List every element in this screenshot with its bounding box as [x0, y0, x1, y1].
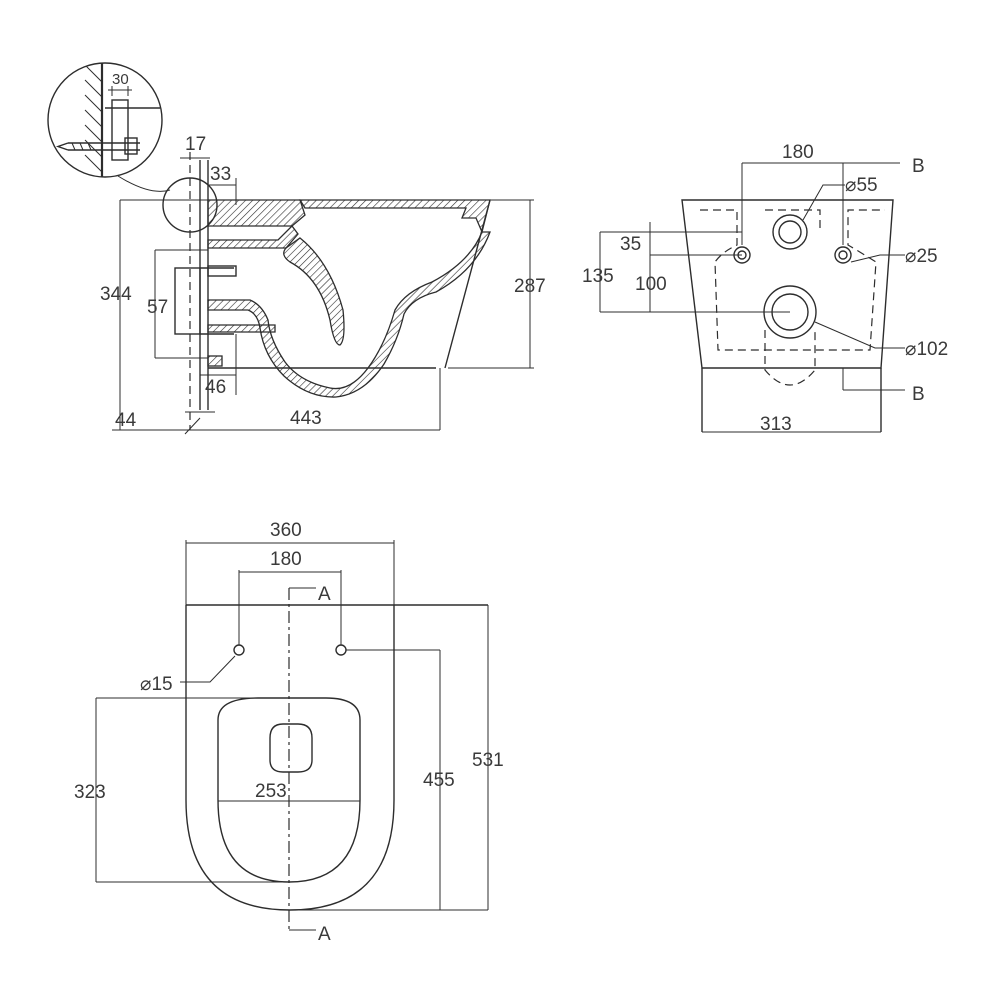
dia-102: ⌀102 — [905, 339, 948, 360]
section-A-top: A — [318, 584, 331, 605]
dim-253: 253 — [255, 781, 287, 802]
dim-531: 531 — [472, 750, 504, 771]
section-B-top: B — [912, 156, 925, 177]
dim-323: 323 — [74, 782, 106, 803]
top-outline — [185, 605, 395, 911]
seat-hinge — [269, 723, 313, 773]
outlet-section — [207, 324, 276, 333]
section-A-bottom: A — [318, 924, 331, 945]
side-view: 30 17 33 344 — [47, 62, 546, 435]
inlet-section — [207, 225, 299, 249]
dim-57: 57 — [147, 297, 168, 318]
fixing-hole-right — [834, 246, 852, 264]
dim-135: 135 — [582, 266, 614, 287]
water-inlet-hole — [772, 214, 808, 250]
dim-35: 35 — [620, 234, 641, 255]
fixing-detail: 30 — [47, 62, 218, 233]
dim-360: 360 — [270, 520, 302, 541]
dim-455: 455 — [423, 770, 455, 791]
dim-33: 33 — [210, 164, 231, 185]
top-view: A A ⌀15 360 180 323 253 455 531 — [74, 520, 504, 945]
section-B-bottom: B — [912, 384, 925, 405]
dim-44: 44 — [115, 410, 137, 431]
detail-dim-30: 30 — [112, 71, 129, 88]
dim-287: 287 — [514, 276, 546, 297]
rear-view: 313 180 B B ⌀55 ⌀25 ⌀102 35 — [582, 142, 948, 435]
dia-15: ⌀15 — [140, 674, 173, 695]
dim-46: 46 — [205, 377, 226, 398]
dim-313: 313 — [760, 414, 792, 435]
dia-55: ⌀55 — [845, 175, 878, 196]
dim-17: 17 — [185, 134, 206, 155]
dia-25: ⌀25 — [905, 246, 938, 267]
fixing-hole-top-left — [233, 644, 245, 656]
dim-344: 344 — [100, 284, 132, 305]
top-rim-section — [207, 199, 306, 227]
dim-443: 443 — [290, 408, 322, 429]
rear-outline — [681, 199, 894, 369]
dim-180-top: 180 — [270, 549, 302, 570]
fixing-hole-top-right — [335, 644, 347, 656]
dim-100: 100 — [635, 274, 667, 295]
dim-180-rear: 180 — [782, 142, 814, 163]
